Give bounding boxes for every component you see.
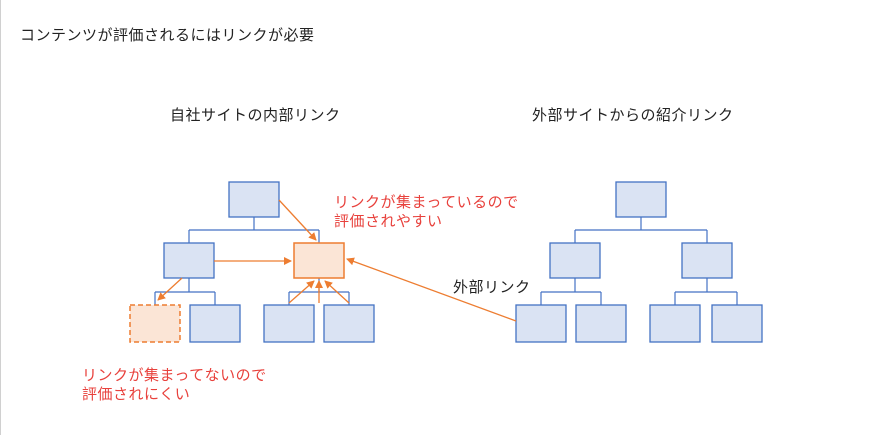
right-category-page-1 <box>549 242 601 279</box>
slide-headline: コンテンツが評価されるにはリンクが必要 <box>20 26 315 44</box>
frame-edge <box>0 0 1 435</box>
left-category-page <box>163 242 215 279</box>
arrow-leaf4-to-highlight <box>324 280 350 304</box>
right-diagram-title: 外部サイトからの紹介リンク <box>532 106 734 124</box>
right-root-page <box>615 181 667 218</box>
note-poorly-linked: リンクが集まってないので 評価されにくい <box>82 366 267 404</box>
left-isolated-page <box>129 304 181 343</box>
note-well-linked-line-1: リンクが集まっているので <box>334 193 519 211</box>
right-leaf-page-4 <box>711 304 763 343</box>
right-category-page-2 <box>681 242 733 279</box>
note-well-linked-line-2: 評価されやすい <box>334 212 443 230</box>
arrow-root-to-highlight <box>278 199 317 241</box>
left-root-page <box>228 181 280 218</box>
note-poorly-linked-line-1: リンクが集まってないので <box>82 366 267 384</box>
left-diagram-title: 自社サイトの内部リンク <box>170 106 341 124</box>
arrow-leaf3-to-highlight <box>288 280 315 304</box>
external-link-arrow <box>346 257 517 322</box>
right-tree-connectors <box>540 217 738 305</box>
arrow-category-to-isolated <box>157 277 183 301</box>
note-well-linked: リンクが集まっているので 評価されやすい <box>334 193 519 231</box>
left-leaf-page-3 <box>263 304 315 343</box>
left-leaf-page-2 <box>189 304 241 343</box>
left-leaf-page-4 <box>323 304 375 343</box>
note-poorly-linked-line-2: 評価されにくい <box>82 385 191 403</box>
right-leaf-page-1 <box>515 304 567 343</box>
left-highlighted-page <box>293 242 345 279</box>
external-link-label: 外部リンク <box>453 278 531 296</box>
right-leaf-page-3 <box>649 304 701 343</box>
internal-link-arrows <box>157 199 350 304</box>
right-leaf-page-2 <box>575 304 627 343</box>
